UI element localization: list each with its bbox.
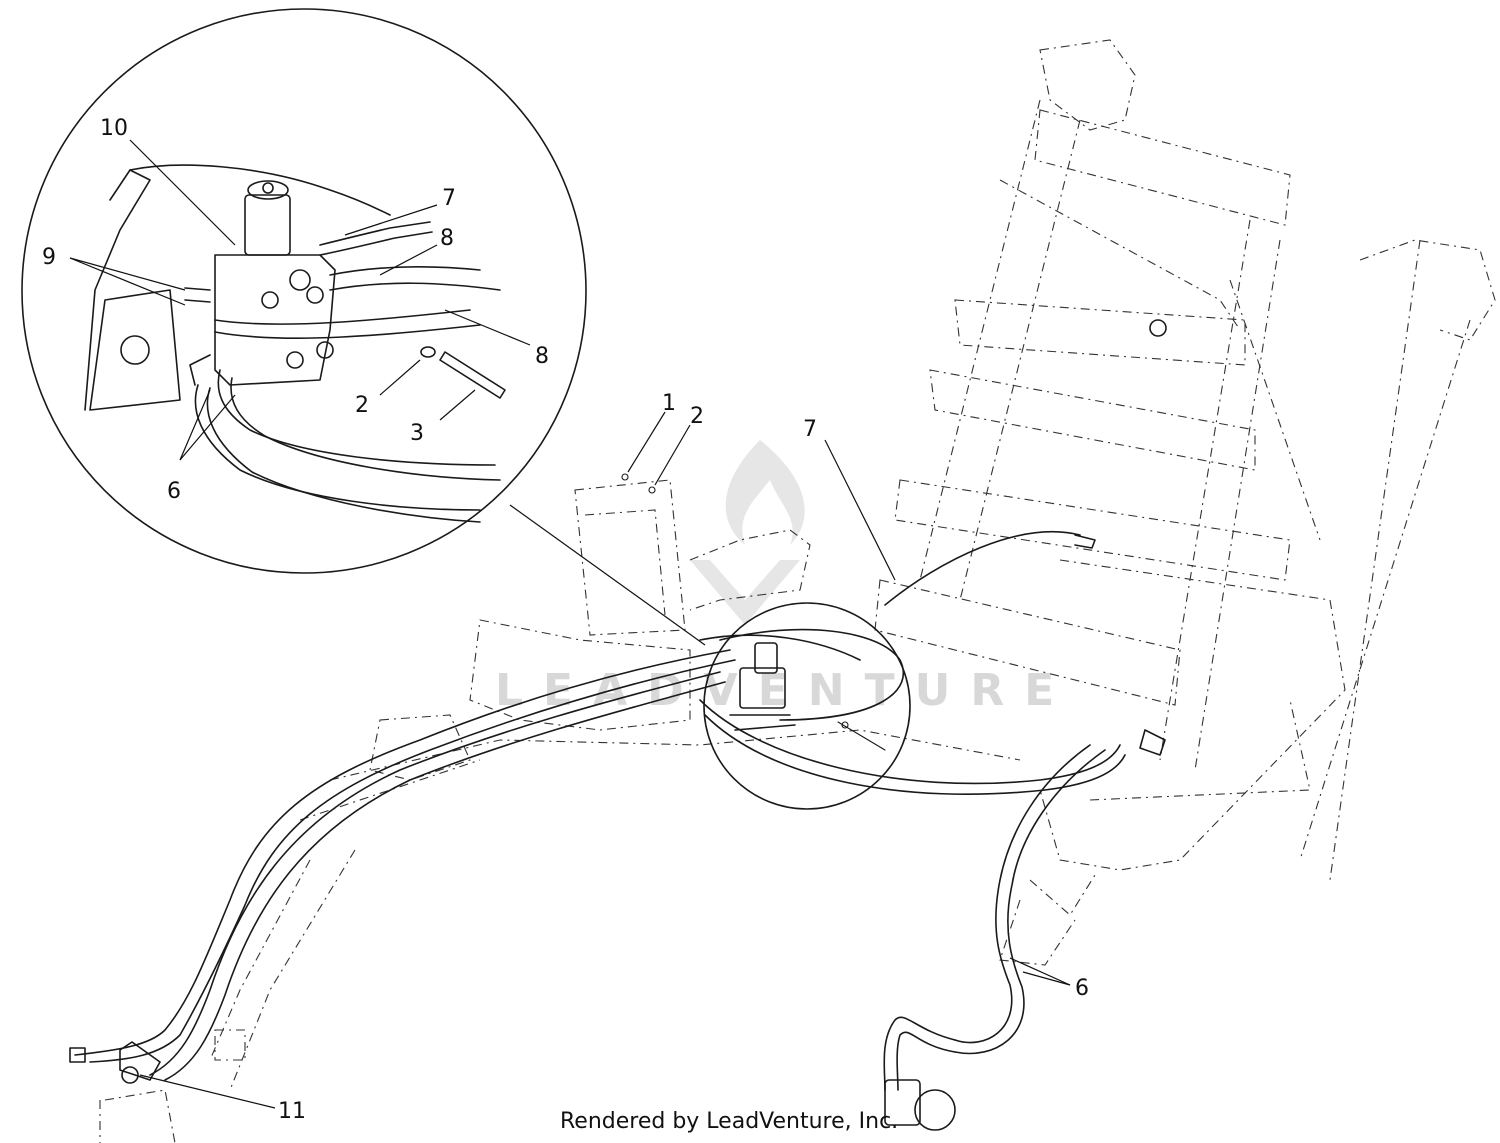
hydraulic-hoses (74, 531, 1126, 1091)
callout-8-upper: 8 (440, 226, 454, 251)
pump-hardware (69, 319, 1167, 1131)
callout-8-lower: 8 (535, 344, 549, 369)
watermark-flame-icon (725, 440, 805, 545)
bolt (439, 351, 506, 399)
callout-9: 9 (42, 245, 56, 270)
callout-6-detail: 6 (167, 479, 181, 504)
callout-3: 3 (410, 421, 424, 446)
callout-7-detail: 7 (442, 186, 456, 211)
callout-1: 1 (662, 391, 676, 416)
manifold-block (214, 254, 336, 386)
leader-lines (69, 139, 1071, 1109)
render-credit: Rendered by LeadVenture, Inc. (560, 1109, 898, 1134)
detail-reference-circle (703, 602, 911, 810)
callout-7-main: 7 (803, 417, 817, 442)
watermark-v-logo-icon (690, 560, 800, 625)
washer (420, 346, 436, 358)
callouts: 10 7 8 9 8 2 3 6 1 2 7 6 11 (42, 116, 1089, 1124)
callout-2-main: 2 (690, 404, 704, 429)
valve-context (703, 602, 911, 810)
mower-frame (874, 39, 1496, 966)
callout-10: 10 (100, 116, 128, 141)
detail-view (21, 8, 587, 574)
callout-2-detail: 2 (355, 393, 369, 418)
detail-magnified-circle (21, 8, 587, 574)
hitch-assembly (99, 479, 1021, 1143)
solenoid-body (244, 194, 291, 256)
callout-6-main: 6 (1075, 976, 1089, 1001)
callout-11: 11 (278, 1099, 306, 1124)
